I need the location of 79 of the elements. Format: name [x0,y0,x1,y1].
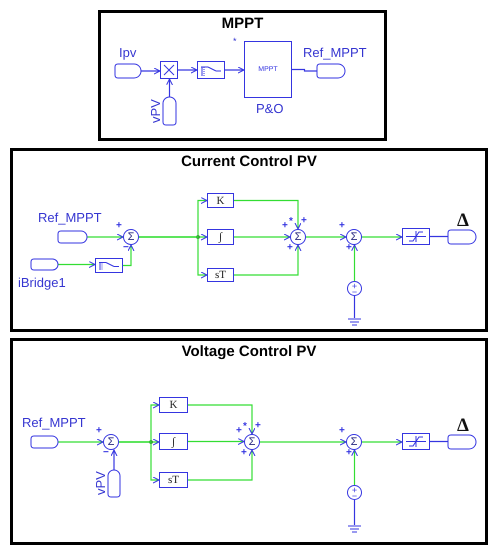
sign-label: − [123,243,129,253]
panel-title: MPPT [222,15,264,32]
sign-label: + [255,421,261,431]
sign-label: + [346,448,352,458]
sign-label: + [287,243,293,253]
signal-line [351,450,358,485]
dc-source-symbol [347,485,362,500]
sign-label: * [289,217,293,227]
signal-line [178,66,198,74]
summing-junction: Σ [346,434,362,450]
panel-title: Voltage Control PV [182,343,316,360]
port-label: Ref_MPPT [22,416,86,429]
signal-line [119,441,160,484]
sign-label: + [96,426,102,436]
signal-line [58,261,96,268]
sign-label: + [352,486,358,495]
integrator-block: ∫ [159,433,188,450]
sign-label: + [346,243,352,253]
signal-line [234,200,302,230]
port-label: vPV [94,471,107,495]
port-label: vPV [149,99,162,123]
signal-line [430,236,448,238]
gain-block: K [159,397,188,413]
signal-line [234,234,290,240]
integrator-block: ∫ [207,229,234,245]
signal-line [87,234,124,240]
sign-label: + [301,216,307,226]
signal-line [141,68,160,74]
dc-source-symbol [347,281,362,296]
signal-line [292,68,317,72]
signal-line [139,236,208,278]
port-label: Δ [457,211,469,230]
signal-line [123,244,134,266]
summing-junction: Σ [346,229,362,245]
signal-line [351,244,358,281]
sign-label: − [103,448,109,458]
signal-line [225,66,244,74]
gain-block: K [207,193,234,208]
sign-label: + [236,426,242,436]
sign-label: + [339,426,345,436]
sign-label: + [241,448,247,458]
sign-label: + [339,221,345,231]
panel-frame [10,148,488,332]
sign-label: * [243,422,247,432]
port-label: Ref_MPPT [38,211,102,224]
signal-line [234,244,302,276]
note-mark: * [233,37,237,46]
signal-line [166,78,173,97]
block-caption: P&O [256,102,284,115]
signal-line [260,438,346,446]
panel-frame [98,10,387,141]
signal-line [430,440,448,442]
signal-line [306,234,346,240]
signal-line [110,450,118,470]
sign-label: − [352,288,358,297]
port-label: Ipv [119,46,136,59]
panel-title: Current Control PV [181,153,317,170]
sign-label: + [282,221,288,231]
sign-label: + [116,221,122,231]
signal-line [362,438,402,446]
signal-line [188,450,256,481]
summing-junction: Σ [103,434,119,450]
signal-line [354,296,356,318]
sign-label: + [352,282,358,291]
signal-line [354,500,356,525]
signal-line [188,438,244,445]
summing-junction: Σ [244,434,260,450]
signal-line [362,234,402,240]
summing-junction: Σ [123,229,139,245]
derivative-block: sT [207,268,234,282]
signal-line [188,404,256,434]
panel-frame [10,338,488,545]
derivative-block: sT [159,472,188,488]
signal-line [58,438,104,446]
sign-label: − [352,492,358,501]
port-label: iBridge1 [18,276,66,289]
summing-junction: Σ [290,229,306,245]
port-label: Δ [457,416,469,435]
port-label: Ref_MPPT [303,46,367,59]
